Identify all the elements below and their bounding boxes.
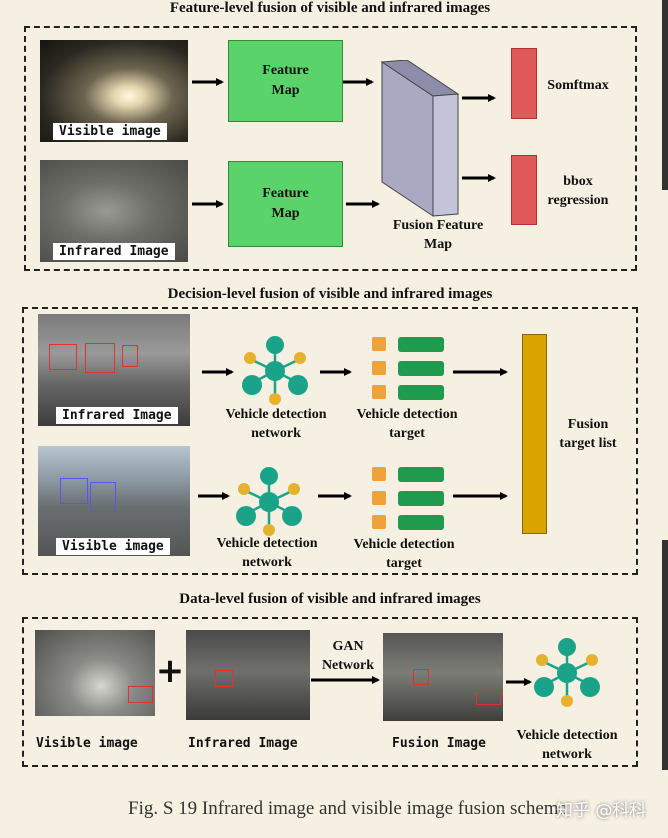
feature-map-box-1: Feature Map: [228, 40, 343, 122]
detection-box: [85, 343, 115, 373]
fusion-image-caption: Fusion Image: [392, 736, 486, 751]
infrared-image-caption-3: Infrared Image: [188, 736, 298, 751]
vehicle-detection-target-label-2: Vehicle detection target: [353, 537, 455, 571]
vehicle-detection-target-label-1: Vehicle detection target: [356, 407, 458, 441]
decision-section-title: Decision-level fusion of visible and inf…: [167, 286, 493, 302]
detection-box: [476, 689, 501, 705]
fusion-image: [383, 633, 503, 721]
gan-network-label: GAN Network: [321, 639, 375, 673]
plus-icon: +: [155, 651, 185, 691]
infrared-image-caption-2: Infrared Image: [56, 407, 178, 424]
page-edge-strip: [662, 540, 668, 770]
visible-image-street: [38, 446, 190, 556]
vehicle-detection-network-label-2: Vehicle detection network: [216, 536, 318, 570]
visible-image-data: [35, 630, 155, 716]
visible-image-caption-2: Visible image: [56, 538, 170, 555]
data-section-title: Data-level fusion of visible and infrare…: [179, 591, 481, 607]
page-edge-strip: [662, 0, 668, 190]
detection-box: [128, 686, 153, 703]
detection-box: [413, 669, 429, 685]
softmax-output-bar: [511, 48, 537, 119]
infrared-image-data: [186, 630, 310, 720]
detection-box: [122, 345, 138, 367]
feature-section-title: Feature-level fusion of visible and infr…: [169, 0, 491, 16]
visible-image-caption: Visible image: [53, 123, 167, 140]
infrared-image-caption: Infrared Image: [53, 243, 175, 260]
fusion-feature-cube: [380, 60, 460, 217]
visible-image-caption-3: Visible image: [36, 736, 138, 751]
fusion-feature-map-label: Fusion Feature Map: [392, 218, 484, 252]
network-icon: [242, 336, 308, 405]
bbox-regression-label: bbox regression: [547, 174, 609, 208]
target-list-icon: [372, 467, 444, 530]
detection-box: [49, 344, 77, 370]
detection-box: [60, 478, 88, 504]
network-icon: [534, 638, 600, 707]
feature-section-panel: [24, 26, 637, 271]
vehicle-detection-network-label-3: Vehicle detection network: [516, 728, 618, 762]
feature-map-box-2: Feature Map: [228, 161, 343, 247]
data-section-panel: [22, 617, 638, 767]
figure-caption: Fig. S 19 Infrared image and visible ima…: [128, 798, 568, 819]
vehicle-detection-network-label-1: Vehicle detection network: [225, 407, 327, 441]
network-icon: [236, 467, 302, 536]
decision-section-panel: [22, 307, 638, 575]
detection-box: [90, 482, 116, 512]
target-list-icon: [372, 337, 444, 400]
watermark: 知乎 @科科: [556, 801, 647, 821]
fusion-target-list-label: Fusion target list: [559, 417, 617, 451]
softmax-label: Somftmax: [547, 78, 609, 93]
fusion-target-list-bar: [522, 334, 547, 534]
detection-box: [215, 670, 233, 687]
bbox-output-bar: [511, 155, 537, 225]
